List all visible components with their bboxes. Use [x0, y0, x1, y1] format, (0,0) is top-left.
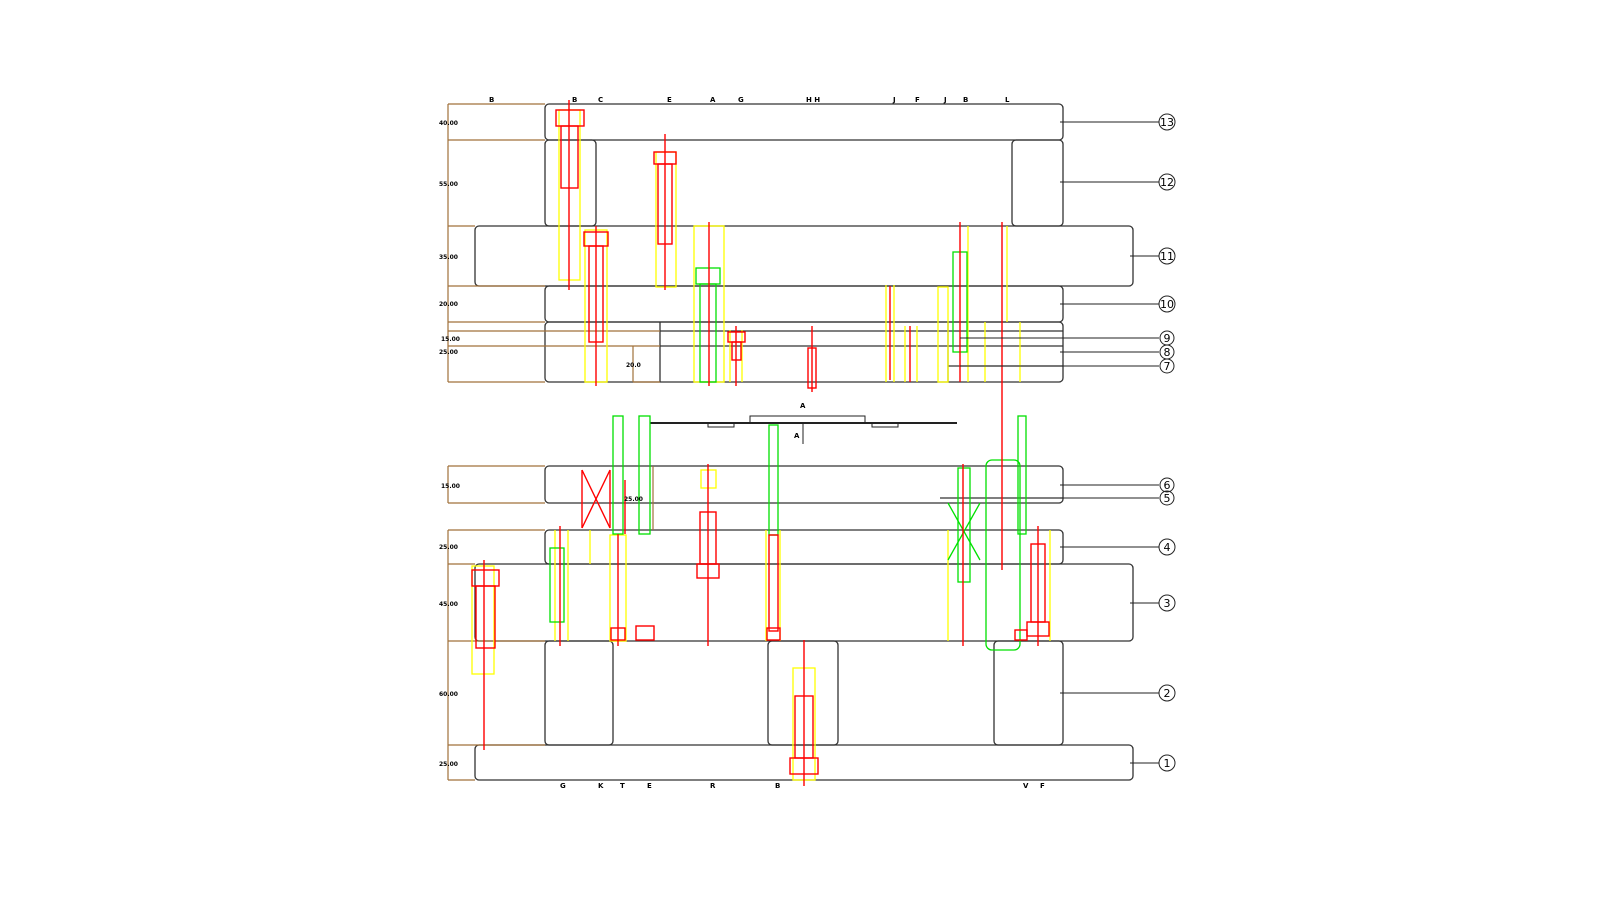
plate-12-right	[1011, 139, 1064, 227]
svg-text:E: E	[647, 782, 652, 790]
bolts	[471, 100, 1050, 786]
svg-text:3: 3	[1164, 597, 1171, 610]
plate-2-mid	[767, 640, 839, 746]
svg-text:J: J	[943, 96, 947, 104]
svg-text:G: G	[738, 96, 744, 104]
svg-text:A: A	[800, 402, 806, 410]
svg-text:F: F	[1040, 782, 1045, 790]
svg-text:F: F	[915, 96, 920, 104]
strip-layout	[650, 415, 957, 444]
callouts: 13 12 11 10 9 8 7 6 5 4 3 2 1	[1158, 113, 1176, 772]
svg-text:9: 9	[1164, 332, 1171, 345]
svg-text:15.00: 15.00	[441, 336, 460, 343]
svg-text:1: 1	[1164, 757, 1171, 770]
svg-text:45.00: 45.00	[439, 601, 458, 608]
bottom-labels: G K T E R B V F	[560, 782, 1045, 790]
svg-text:A: A	[710, 96, 716, 104]
plate-2-right	[993, 640, 1064, 746]
svg-text:B: B	[775, 782, 780, 790]
svg-text:B: B	[489, 96, 494, 104]
svg-text:60.00: 60.00	[439, 691, 458, 698]
svg-text:35.00: 35.00	[439, 254, 458, 261]
dimension-lines	[447, 103, 660, 781]
svg-text:J: J	[892, 96, 896, 104]
plate-10	[544, 285, 1064, 323]
clearance-holes	[471, 109, 1051, 781]
callout-12: 12	[1158, 173, 1176, 191]
plate-12-left	[544, 139, 597, 227]
callout-7: 7	[1159, 358, 1175, 374]
svg-text:20.0: 20.0	[626, 362, 641, 369]
svg-text:5: 5	[1164, 492, 1171, 505]
svg-text:11: 11	[1160, 250, 1174, 263]
callout-leaders	[960, 121, 1159, 764]
callout-13: 13	[1158, 113, 1176, 131]
svg-text:10: 10	[1160, 298, 1174, 311]
svg-text:15.00: 15.00	[441, 483, 460, 490]
svg-text:8: 8	[1164, 346, 1171, 359]
plate-13	[544, 103, 1064, 141]
guide-pins	[549, 251, 1027, 651]
svg-text:A: A	[794, 432, 800, 440]
callout-3: 3	[1158, 594, 1176, 612]
svg-text:B: B	[572, 96, 577, 104]
svg-text:20.00: 20.00	[439, 301, 458, 308]
section-marks: A A	[794, 402, 806, 440]
callout-2: 2	[1158, 684, 1176, 702]
callout-4: 4	[1158, 538, 1176, 556]
callout-1: 1	[1158, 754, 1176, 772]
svg-text:2: 2	[1164, 687, 1171, 700]
svg-text:40.00: 40.00	[439, 120, 458, 127]
dimension-labels: 40.00 55.00 35.00 20.00 15.00 25.00 20.0…	[439, 120, 643, 768]
svg-text:C: C	[598, 96, 603, 104]
svg-text:12: 12	[1160, 176, 1174, 189]
svg-text:B: B	[963, 96, 968, 104]
callout-5: 5	[1159, 490, 1175, 506]
callout-11: 11	[1158, 247, 1176, 265]
svg-text:25.00: 25.00	[624, 496, 643, 503]
svg-text:25.00: 25.00	[439, 349, 458, 356]
callout-6: 6	[1159, 477, 1175, 493]
svg-text:T: T	[620, 782, 625, 790]
svg-text:13: 13	[1160, 116, 1174, 129]
callout-8: 8	[1159, 344, 1175, 360]
svg-text:25.00: 25.00	[439, 544, 458, 551]
callout-10: 10	[1158, 295, 1176, 313]
svg-text:4: 4	[1164, 541, 1171, 554]
svg-text:E: E	[667, 96, 672, 104]
top-labels: B B C E A G H H J F J B L	[489, 96, 1010, 104]
svg-text:25.00: 25.00	[439, 761, 458, 768]
svg-text:V: V	[1023, 782, 1029, 790]
svg-text:R: R	[710, 782, 716, 790]
svg-text:7: 7	[1164, 360, 1171, 373]
svg-text:L: L	[1005, 96, 1010, 104]
svg-text:55.00: 55.00	[439, 181, 458, 188]
svg-text:G: G	[560, 782, 566, 790]
plate-3	[474, 563, 1134, 642]
plate-11	[474, 225, 1134, 287]
callout-9: 9	[1159, 330, 1175, 346]
svg-text:H H: H H	[806, 96, 820, 104]
svg-text:6: 6	[1164, 479, 1171, 492]
svg-text:K: K	[598, 782, 604, 790]
plate-2-left	[544, 640, 614, 746]
